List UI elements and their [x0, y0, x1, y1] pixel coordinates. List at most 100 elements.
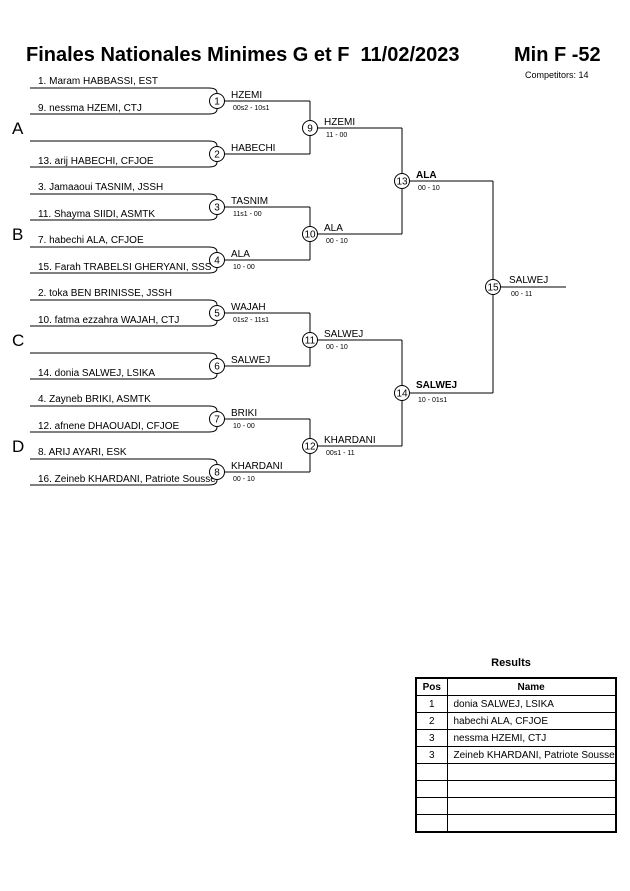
competitor-10: 14. donia SALWEJ, LSIKA: [38, 368, 155, 379]
results-title: Results: [491, 657, 531, 669]
results-header-name: Name: [446, 677, 617, 696]
svg-text:11: 11: [305, 336, 316, 347]
match-1-score: 00s2 - 10s1: [233, 105, 270, 112]
match-14-badge: 14: [394, 385, 410, 401]
competitor-14: 16. Zeineb KHARDANI, Patriote Sousse: [38, 474, 216, 485]
result-name: [446, 797, 617, 815]
result-pos: 2: [415, 712, 448, 730]
svg-text:4: 4: [214, 256, 220, 267]
competitor-1: 1. Maram HABBASSI, EST: [38, 76, 158, 87]
result-pos: 1: [415, 695, 448, 713]
match-10-score: 00 - 10: [326, 238, 348, 245]
match-11-winner: SALWEJ: [324, 329, 363, 340]
match-2-winner: HABECHI: [231, 143, 275, 154]
svg-text:10: 10: [304, 230, 316, 241]
match-7-winner: BRIKI: [231, 408, 257, 419]
competitor-4: 3. Jamaaoui TASNIM, JSSH: [38, 182, 163, 193]
competitor-11: 4. Zayneb BRIKI, ASMTK: [38, 394, 151, 405]
match-9-score: 11 - 00: [326, 132, 347, 139]
match-15-score: 00 - 11: [511, 291, 532, 298]
result-pos: [415, 814, 448, 833]
match-8-score: 00 - 10: [233, 476, 255, 483]
competitor-3: 13. arij HABECHI, CFJOE: [38, 156, 154, 167]
match-13-badge: 13: [394, 173, 410, 189]
competitor-8: 2. toka BEN BRINISSE, JSSH: [38, 288, 172, 299]
competitor-6: 7. habechi ALA, CFJOE: [38, 235, 144, 246]
result-name: [446, 763, 617, 781]
svg-text:13: 13: [396, 177, 408, 188]
match-1-winner: HZEMI: [231, 90, 262, 101]
match-6-winner: SALWEJ: [231, 355, 270, 366]
match-4-score: 10 - 00: [233, 264, 255, 271]
match-7-badge: 7: [209, 411, 225, 427]
match-5-score: 01s2 - 11s1: [233, 317, 269, 324]
match-7-score: 10 - 00: [233, 423, 255, 430]
svg-text:1: 1: [214, 97, 220, 108]
svg-text:2: 2: [214, 150, 220, 161]
result-name: Zeineb KHARDANI, Patriote Sousse: [446, 746, 617, 764]
match-8-winner: KHARDANI: [231, 461, 283, 472]
match-4-winner: ALA: [231, 249, 250, 260]
svg-text:15: 15: [487, 283, 499, 294]
match-10-winner: ALA: [324, 223, 343, 234]
competitor-2: 9. nessma HZEMI, CTJ: [38, 103, 142, 114]
result-name: donia SALWEJ, LSIKA: [446, 695, 617, 713]
match-13-score: 00 - 10: [418, 185, 440, 192]
results-row: [415, 780, 617, 798]
results-header-pos: Pos: [415, 677, 448, 696]
result-pos: 3: [415, 746, 448, 764]
svg-text:7: 7: [214, 415, 220, 426]
match-12-winner: KHARDANI: [324, 435, 376, 446]
svg-text:3: 3: [214, 203, 220, 214]
weight-category: Min F -52: [514, 44, 601, 66]
svg-text:12: 12: [304, 442, 316, 453]
match-3-badge: 3: [209, 199, 225, 215]
round2-lines: [309, 101, 402, 472]
competitor-13: 8. ARIJ AYARI, ESK: [38, 447, 127, 458]
match-1-badge: 1: [209, 93, 225, 109]
result-pos: 3: [415, 729, 448, 747]
final-lines: [492, 181, 566, 393]
result-pos: [415, 780, 448, 798]
match-9-winner: HZEMI: [324, 117, 355, 128]
match-8-badge: 8: [209, 464, 225, 480]
results-header-row: Pos Name: [415, 677, 617, 696]
match-15-badge: 15: [485, 279, 501, 295]
match-10-badge: 10: [302, 226, 318, 242]
match-5-winner: WAJAH: [231, 302, 266, 313]
match-3-score: 11s1 - 00: [233, 211, 262, 218]
match-13-winner: ALA: [416, 170, 437, 181]
result-name: [446, 780, 617, 798]
group-label-d: D: [12, 437, 24, 456]
match-11-score: 00 - 10: [326, 344, 348, 351]
svg-text:6: 6: [214, 362, 220, 373]
results-row: [415, 814, 617, 833]
group-label-a: A: [12, 119, 24, 138]
match-14-winner: SALWEJ: [416, 380, 457, 391]
competitor-12: 12. afnene DHAOUADI, CFJOE: [38, 421, 179, 432]
result-name: [446, 814, 617, 833]
match-9-badge: 9: [302, 120, 318, 136]
result-pos: [415, 763, 448, 781]
match-11-badge: 11: [302, 332, 318, 348]
match-12-badge: 12: [302, 438, 318, 454]
match-3-winner: TASNIM: [231, 196, 268, 207]
match-15-winner: SALWEJ: [509, 275, 548, 286]
match-12-score: 00s1 - 11: [326, 450, 355, 457]
match-14-score: 10 - 01s1: [418, 397, 447, 404]
competitor-5: 11. Shayma SIIDI, ASMTK: [38, 209, 155, 220]
page-title: Finales Nationales Minimes G et F 11/02/…: [26, 44, 460, 66]
match-4-badge: 4: [209, 252, 225, 268]
group-label-c: C: [12, 331, 24, 350]
svg-text:9: 9: [307, 124, 313, 135]
group-label-b: B: [12, 225, 23, 244]
result-pos: [415, 797, 448, 815]
competitor-7: 15. Farah TRABELSI GHERYANI, SSS: [38, 262, 212, 273]
svg-text:5: 5: [214, 309, 220, 320]
result-name: nessma HZEMI, CTJ: [446, 729, 617, 747]
competitors-count: Competitors: 14: [525, 70, 589, 80]
